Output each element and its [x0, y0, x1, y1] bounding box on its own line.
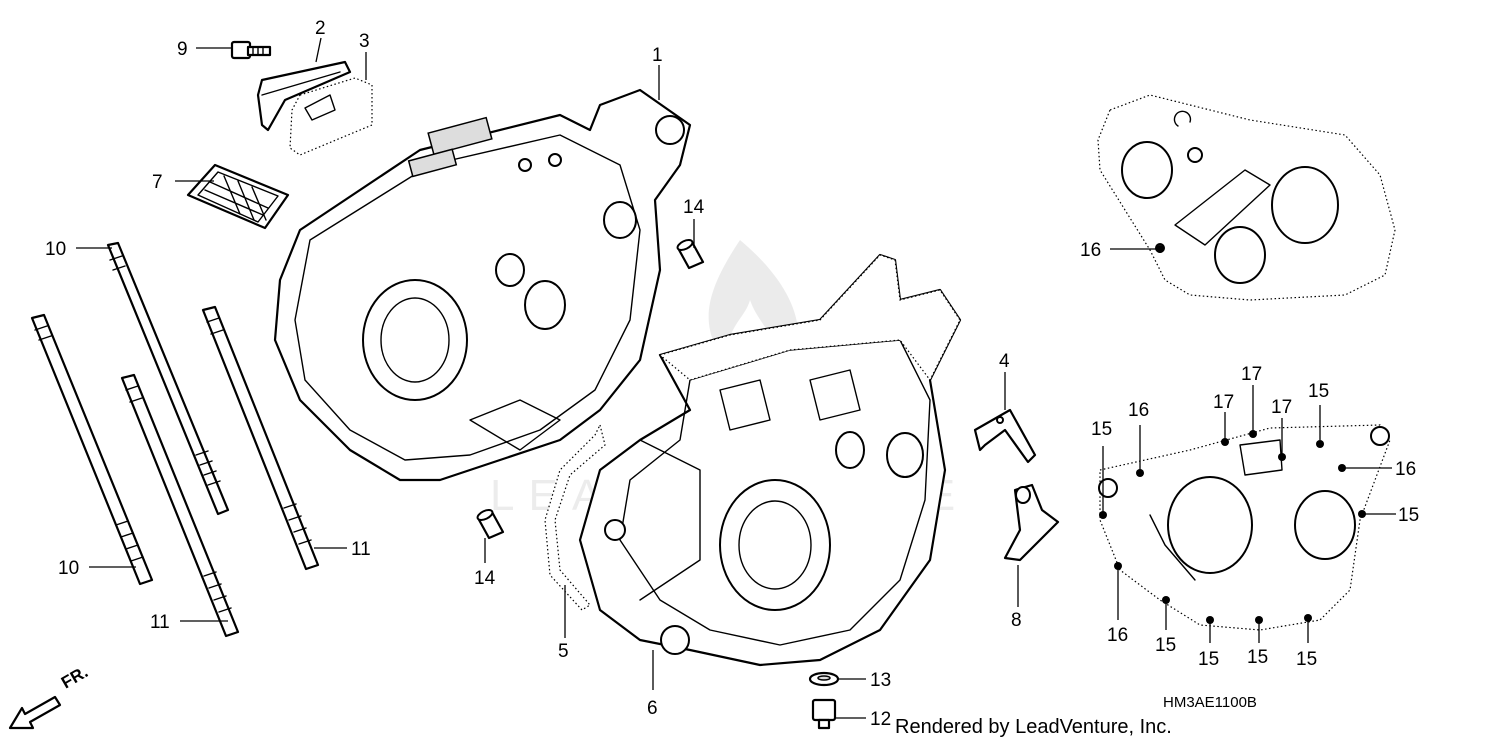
oil-strainer-screen[interactable]: [186, 163, 290, 230]
callout-labels: 1 2 3 4 5 6 7 8 9 10 10 11 11 12 13 14 1…: [45, 18, 1419, 730]
callout-17b[interactable]: 17: [1241, 364, 1262, 385]
crankcase-gasket[interactable]: [544, 423, 606, 611]
clutch-cover-gasket[interactable]: [1097, 94, 1396, 301]
right-crankcase[interactable]: [578, 253, 962, 667]
left-crankcase[interactable]: [273, 88, 692, 482]
callout-11b[interactable]: 11: [150, 612, 170, 633]
callout-15g[interactable]: 15: [1296, 649, 1317, 670]
dowel-pin-lower[interactable]: [476, 508, 505, 540]
callout-3[interactable]: 3: [359, 31, 370, 52]
callout-8[interactable]: 8: [1011, 610, 1022, 631]
leader-lines: [76, 37, 1396, 719]
callout-6[interactable]: 6: [647, 698, 658, 719]
callout-1[interactable]: 1: [652, 45, 663, 66]
diagram-code: HM3AE1100B: [1163, 694, 1257, 711]
callout-10b[interactable]: 10: [58, 558, 79, 579]
bracket-8[interactable]: [1003, 483, 1060, 562]
callout-2[interactable]: 2: [315, 18, 326, 39]
stud-bolt-11-right[interactable]: [201, 305, 320, 571]
callout-16c[interactable]: 16: [1395, 459, 1416, 480]
sealing-washer[interactable]: [808, 671, 840, 687]
callout-4[interactable]: 4: [999, 351, 1010, 372]
chain-guide-plate[interactable]: [256, 60, 352, 132]
callout-10a[interactable]: 10: [45, 239, 66, 260]
flange-bolt[interactable]: [230, 40, 272, 60]
callout-7[interactable]: 7: [152, 172, 163, 193]
callout-12[interactable]: 12: [870, 709, 891, 730]
callout-15e[interactable]: 15: [1198, 649, 1219, 670]
dowel-pin-upper[interactable]: [676, 238, 705, 270]
callout-17a[interactable]: 17: [1213, 392, 1234, 413]
callout-15d[interactable]: 15: [1155, 635, 1176, 656]
render-credit: Rendered by LeadVenture, Inc.: [895, 716, 1172, 738]
callout-15f[interactable]: 15: [1247, 647, 1268, 668]
watermark-flame-icon: [708, 240, 799, 390]
stud-bolt-11-left[interactable]: [120, 373, 240, 638]
stud-bolt-10-upper[interactable]: [106, 241, 230, 516]
callout-17c[interactable]: 17: [1271, 397, 1292, 418]
callout-14a[interactable]: 14: [683, 197, 705, 218]
callout-15a[interactable]: 15: [1091, 419, 1112, 440]
bracket-4[interactable]: [973, 408, 1037, 464]
stud-bolt-10-lower[interactable]: [30, 313, 154, 586]
front-direction-arrow-icon: [8, 695, 62, 730]
callout-13[interactable]: 13: [870, 670, 891, 691]
callout-16b[interactable]: 16: [1128, 400, 1149, 421]
callout-16d[interactable]: 16: [1107, 625, 1128, 646]
callout-15c[interactable]: 15: [1398, 505, 1419, 526]
callout-14b[interactable]: 14: [474, 568, 496, 589]
callout-16a[interactable]: 16: [1080, 240, 1101, 261]
crankcase-cover-gasket[interactable]: [1098, 424, 1391, 631]
guide-plate-screen[interactable]: [289, 77, 373, 156]
callout-11a[interactable]: 11: [351, 539, 371, 560]
callout-5[interactable]: 5: [558, 641, 569, 662]
callout-9[interactable]: 9: [177, 39, 188, 60]
callout-15b[interactable]: 15: [1308, 381, 1329, 402]
drain-bolt[interactable]: [811, 698, 837, 730]
